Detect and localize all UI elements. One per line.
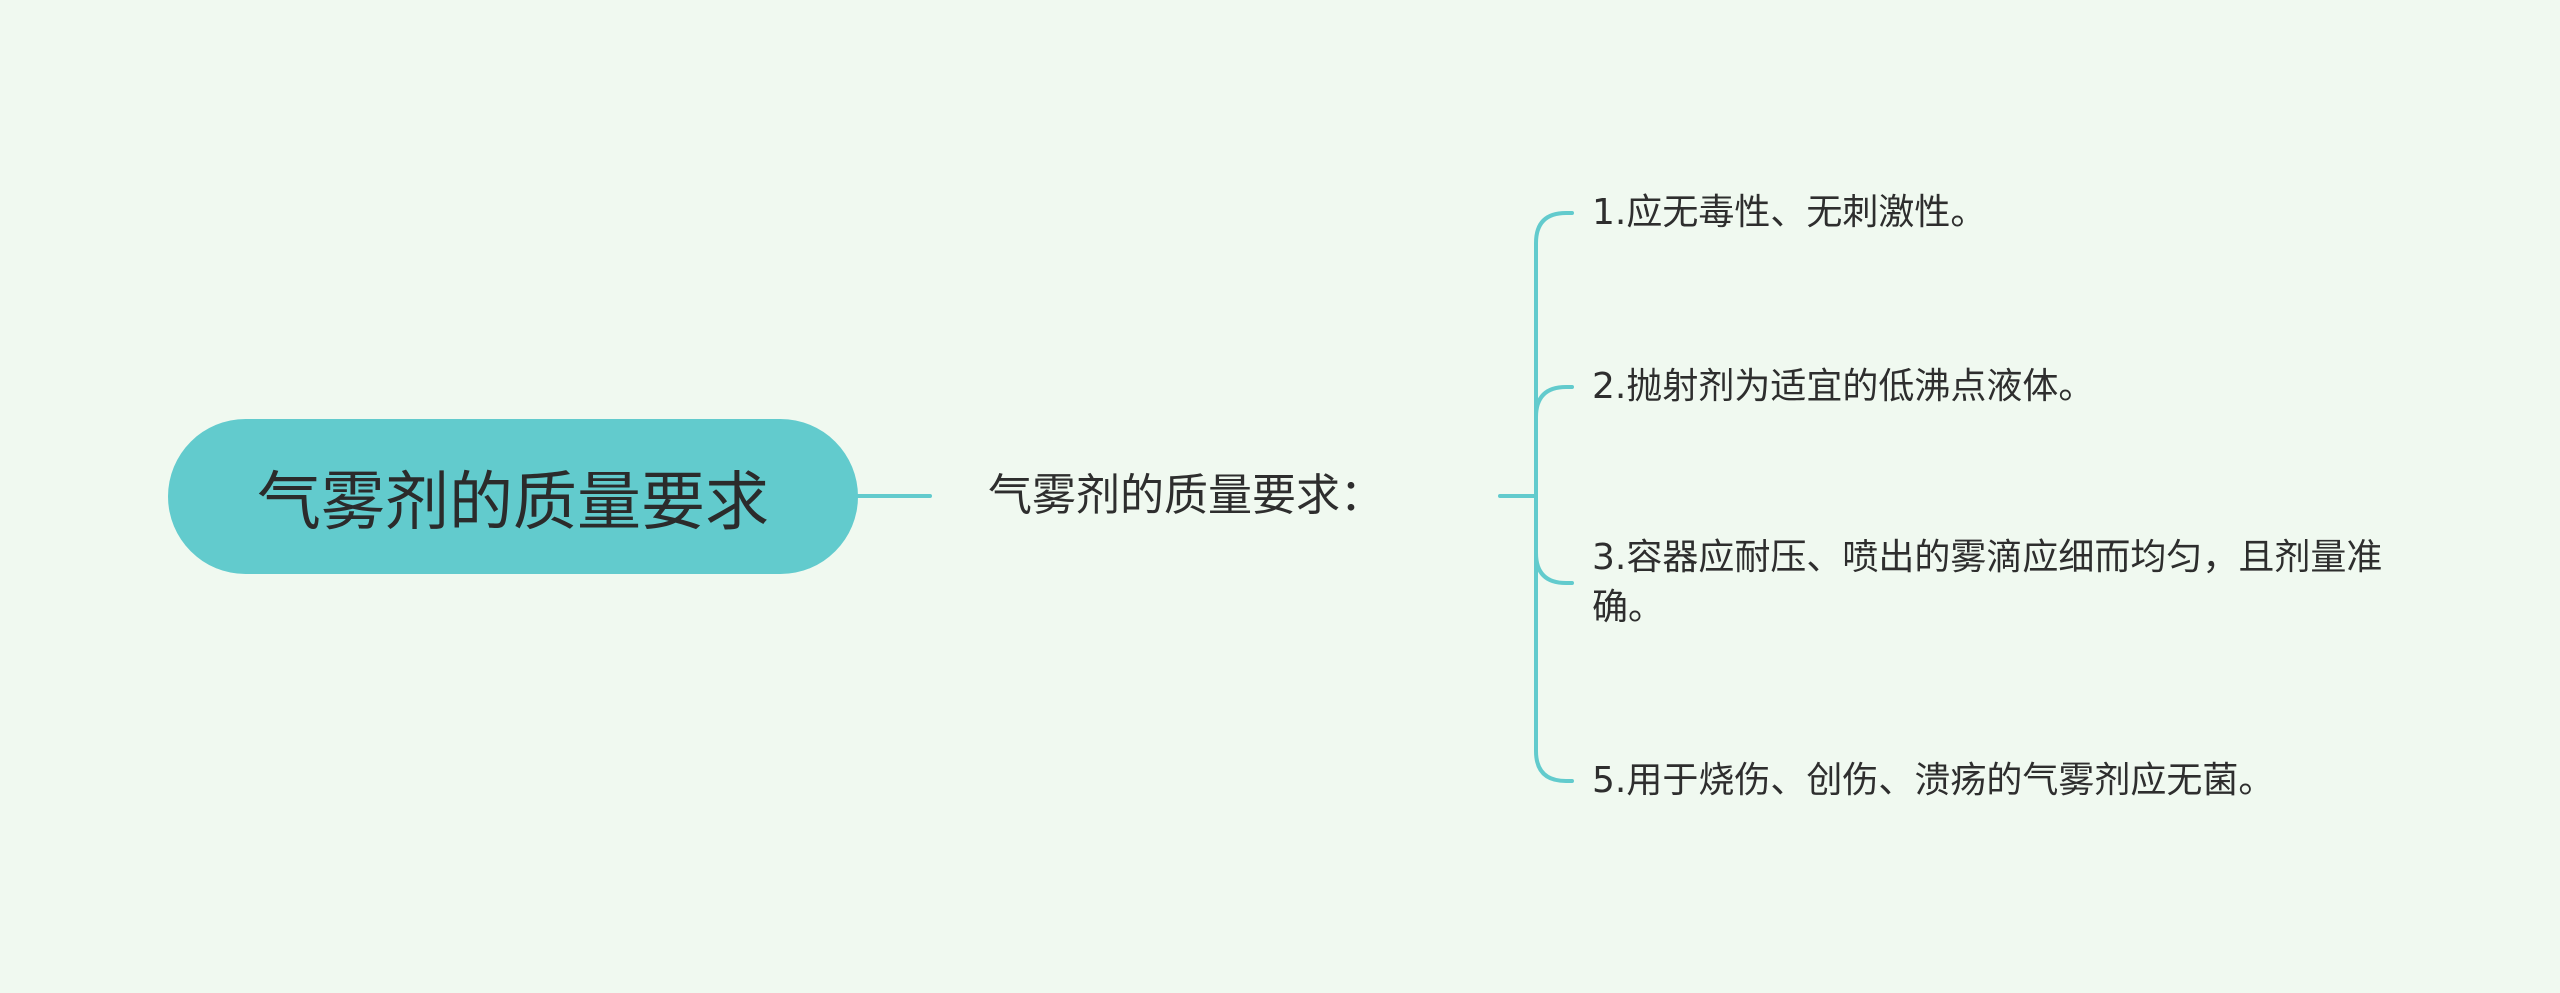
- leaf-node-4[interactable]: 5.用于烧伤、创伤、溃疡的气雾剂应无菌。: [1592, 756, 2274, 806]
- leaf-node-label: 3.容器应耐压、喷出的雾滴应细而均匀，且剂量准确。: [1592, 537, 2383, 628]
- root-node-label: 气雾剂的质量要求: [257, 465, 769, 540]
- leaf-node-label: 5.用于烧伤、创伤、溃疡的气雾剂应无菌。: [1592, 760, 2275, 801]
- root-node[interactable]: 气雾剂的质量要求: [168, 419, 858, 574]
- topic-node[interactable]: 气雾剂的质量要求：: [988, 466, 1384, 526]
- branch-connector-2: [1534, 385, 1574, 498]
- leaf-node-2[interactable]: 2.抛射剂为适宜的低沸点液体。: [1592, 362, 2094, 412]
- topic-node-label: 气雾剂的质量要求：: [988, 470, 1384, 521]
- leaf-node-label: 2.抛射剂为适宜的低沸点液体。: [1592, 366, 2095, 407]
- leaf-node-3[interactable]: 3.容器应耐压、喷出的雾滴应细而均匀，且剂量准确。: [1592, 533, 2402, 633]
- leaf-node-label: 1.应无毒性、无刺激性。: [1592, 192, 1987, 233]
- branch-connector-4: [1534, 494, 1574, 783]
- branch-connector-1: [1534, 211, 1574, 498]
- branch-connector-3: [1534, 494, 1574, 585]
- leaf-node-1[interactable]: 1.应无毒性、无刺激性。: [1592, 188, 1986, 238]
